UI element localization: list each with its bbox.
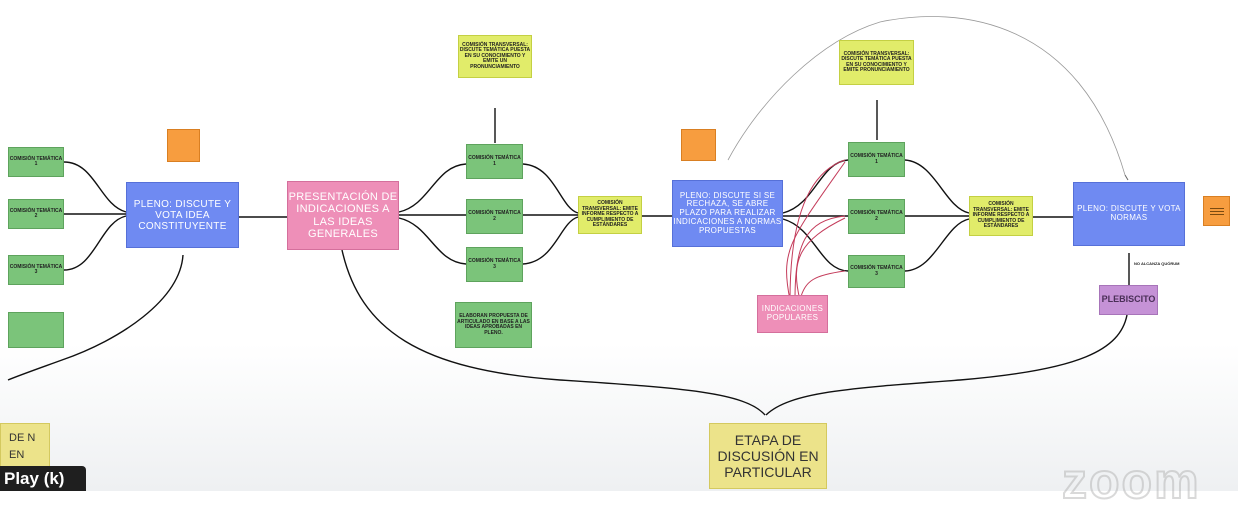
connector	[782, 159, 849, 214]
connector	[63, 215, 127, 271]
connector	[398, 217, 467, 265]
comision-tematica-2-left: COMISIÓN TEMÁTICA 2	[8, 199, 64, 229]
connector	[341, 249, 766, 416]
comision-tematica-3-mid: COMISIÓN TEMÁTICA 3	[466, 247, 523, 282]
plebiscito: PLEBISCITO	[1099, 285, 1158, 315]
connector	[904, 159, 970, 214]
comision-tematica-1-right: COMISIÓN TEMÁTICA 1	[848, 142, 905, 177]
elaboran-propuesta: ELABORAN PROPUESTA DE ARTICULADO EN BASE…	[455, 302, 532, 348]
pleno-discute-idea: PLENO: DISCUTE Y VOTA IDEA CONSTITUYENTE	[126, 182, 239, 248]
orange-note-2	[681, 129, 716, 161]
comision-transversal-mid: COMISIÓN TRANSVERSAL: EMITE INFORME RESP…	[578, 196, 642, 234]
cut-off-note-left: DE N EN	[0, 423, 50, 473]
connector	[63, 161, 127, 213]
red-connectors	[786, 159, 846, 301]
connector-layer	[7, 16, 1130, 416]
comision-transversal-top: COMISIÓN TRANSVERSAL: DISCUTE TEMÁTICA P…	[458, 35, 532, 78]
comision-tematica-2-right: COMISIÓN TEMÁTICA 2	[848, 199, 905, 234]
comision-tematica-1-left: COMISIÓN TEMÁTICA 1	[8, 147, 64, 177]
comision-tematica-2-mid: COMISIÓN TEMÁTICA 2	[466, 199, 523, 234]
connector	[782, 218, 849, 272]
connector	[765, 314, 1128, 416]
pleno-discute-plazo: PLENO: DISCUTE SI SE RECHAZA, SE ABRE PL…	[672, 180, 783, 247]
connector	[904, 218, 970, 272]
connector	[398, 163, 467, 213]
comision-transversal-far-right: COMISIÓN TRANSVERSAL: EMITE INFORME RESP…	[969, 196, 1033, 236]
connector	[522, 163, 579, 214]
comision-transversal-right: COMISIÓN TRANSVERSAL: DISCUTE TEMÁTICA P…	[839, 40, 914, 85]
faint-connector	[727, 16, 1126, 176]
black-connectors	[7, 100, 1130, 416]
zoom-watermark: zoom	[1061, 452, 1201, 510]
connector	[7, 254, 184, 381]
comision-tematica-3-left: COMISIÓN TEMÁTICA 3	[8, 255, 64, 285]
comision-tematica-3-right: COMISIÓN TEMÁTICA 3	[848, 255, 905, 288]
green-note-left	[8, 312, 64, 348]
presentacion-indicaciones: PRESENTACIÓN DE INDICACIONES A LAS IDEAS…	[287, 181, 399, 250]
orange-note-3	[1203, 196, 1230, 226]
comision-tematica-1-mid: COMISIÓN TEMÁTICA 1	[466, 144, 523, 179]
connector	[522, 216, 579, 265]
etapa-discusion-particular: ETAPA DE DISCUSIÓN EN PARTICULAR	[709, 423, 827, 489]
play-button[interactable]: Play (k)	[0, 466, 86, 491]
no-alcanza-quorum: NO ALCANZA QUÓRUM	[1134, 261, 1180, 266]
orange-note-1	[167, 129, 200, 162]
pleno-discute-normas: PLENO: DISCUTE Y VOTA NORMAS	[1073, 182, 1185, 246]
indicaciones-populares: INDICACIONES POPULARES	[757, 295, 828, 333]
